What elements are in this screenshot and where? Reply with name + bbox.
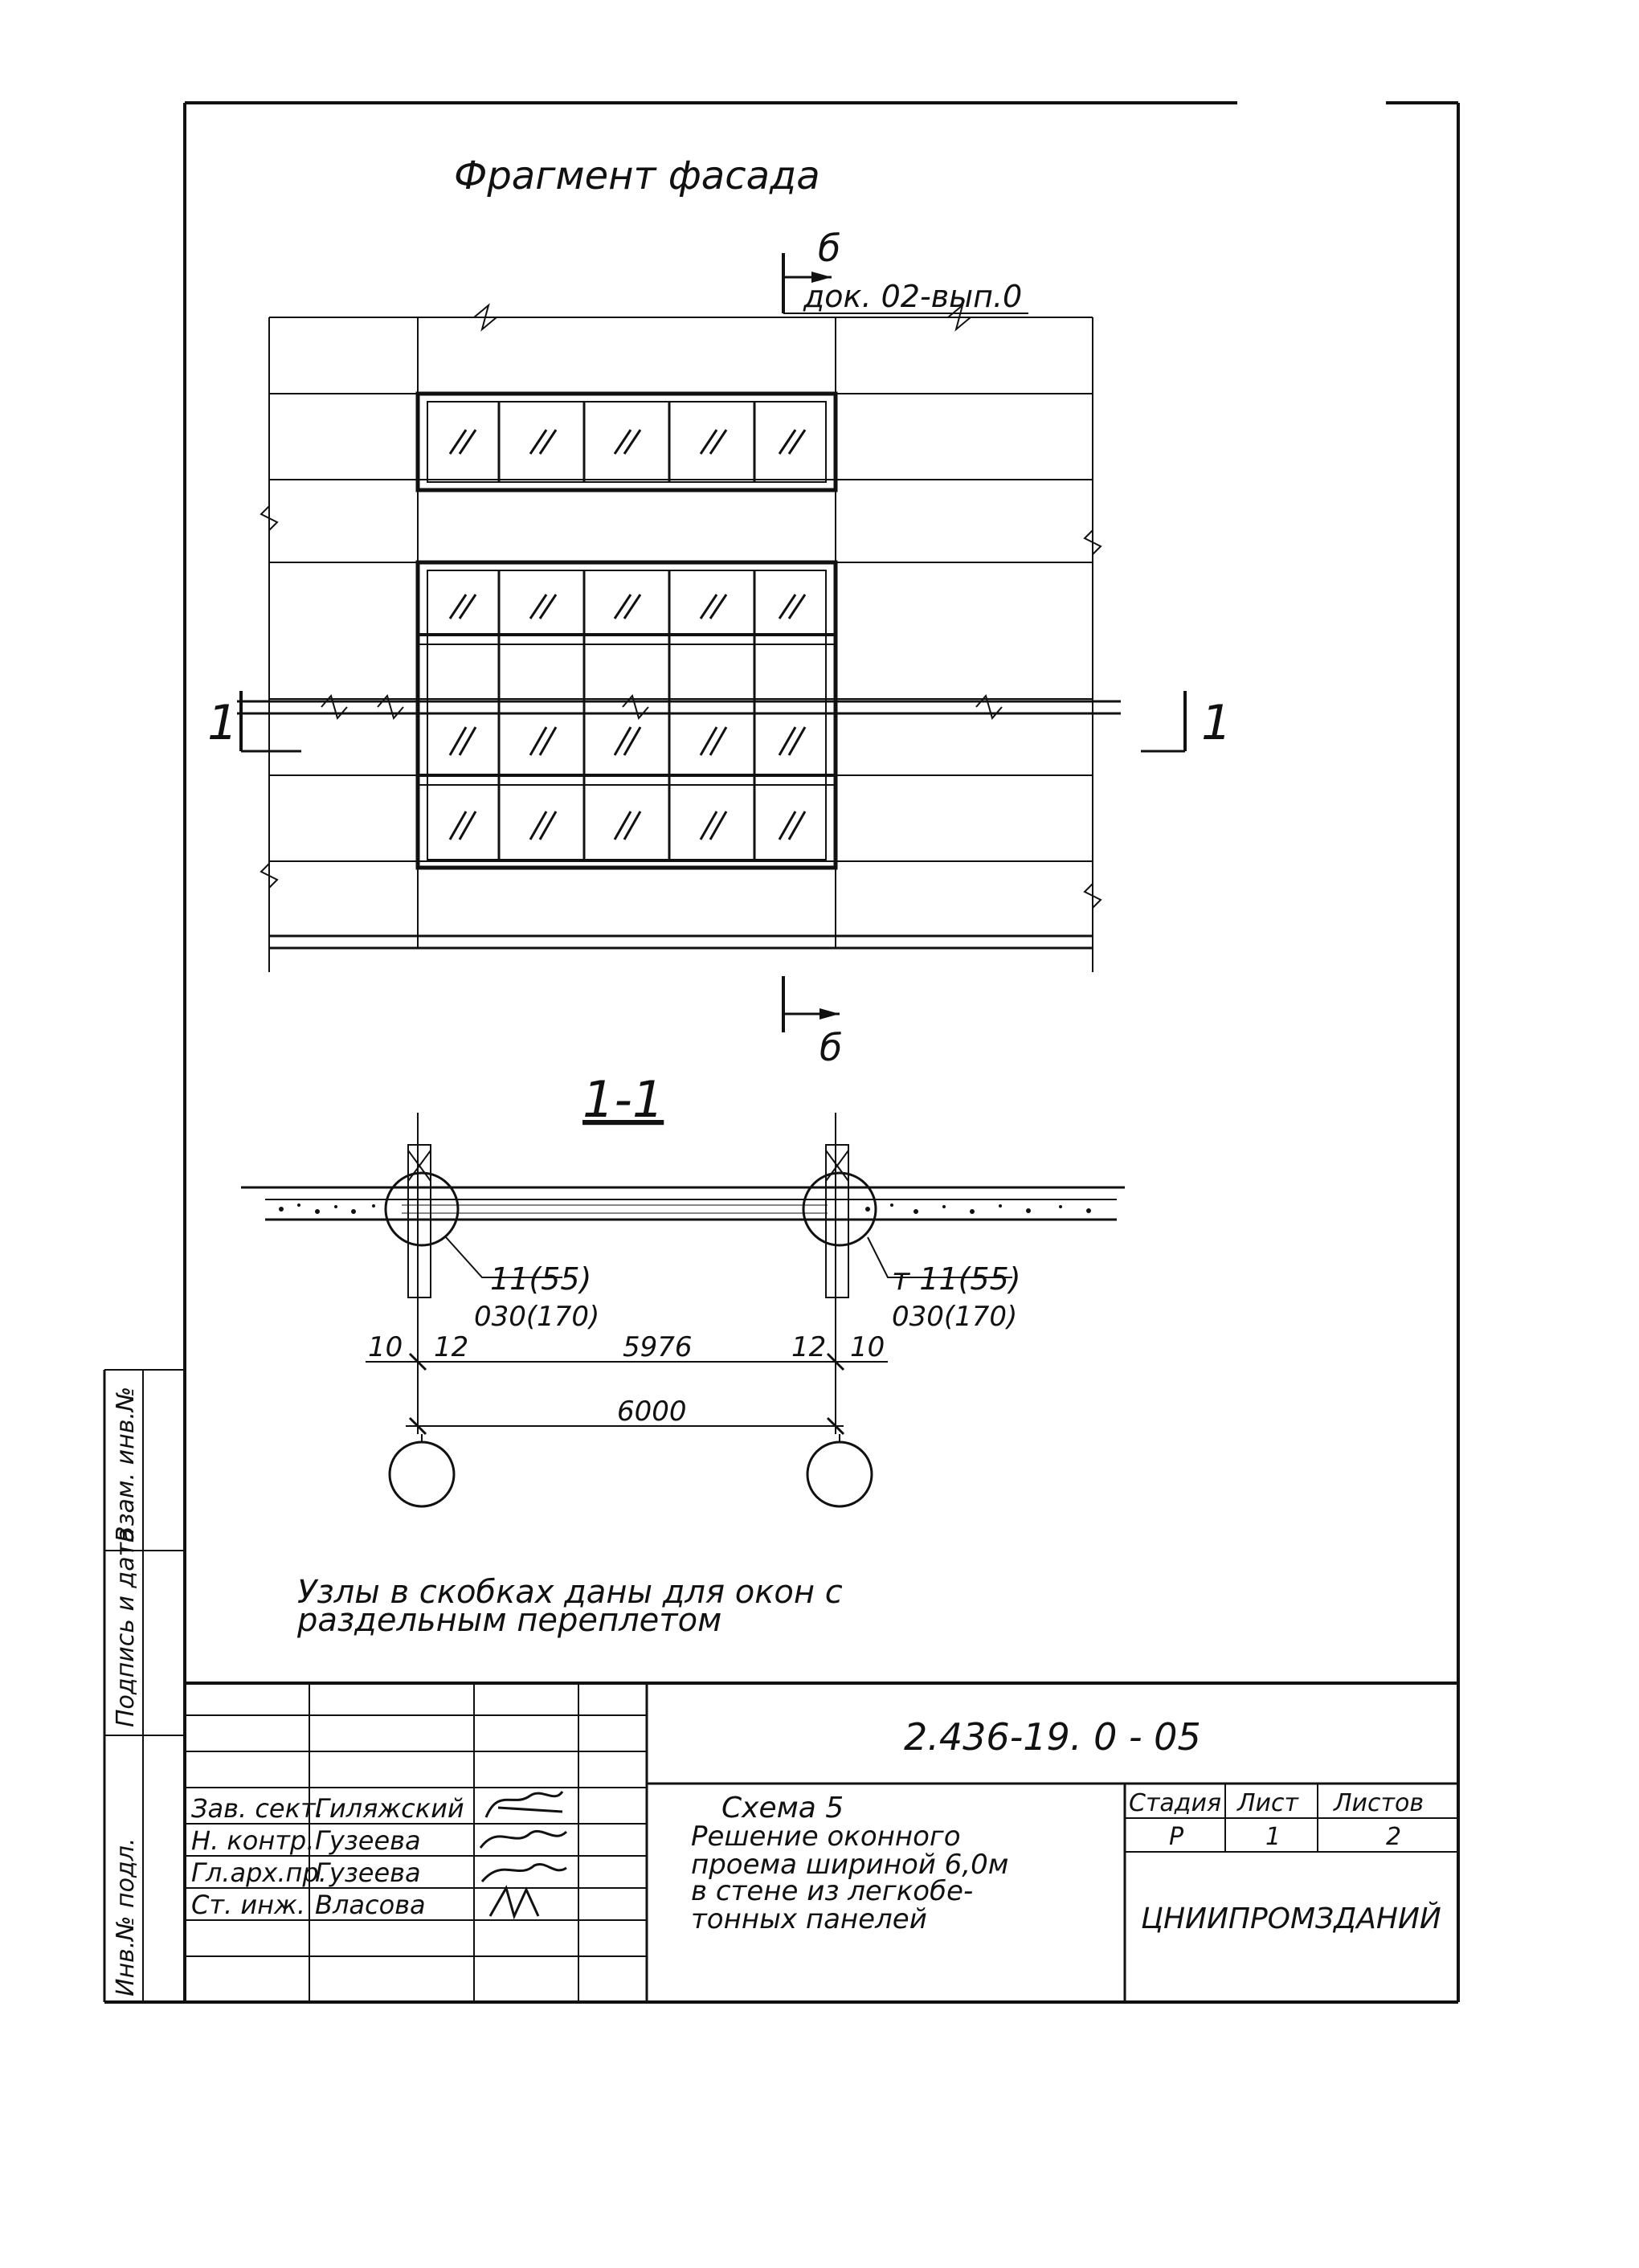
signatures: [479, 1791, 568, 1920]
dim-left-offset: 10: [368, 1331, 403, 1363]
name-cell: Гиляжский: [315, 1793, 464, 1824]
window-upper: [415, 391, 838, 492]
description-line-1: Схема 5: [721, 1792, 844, 1825]
section-mark-top: [782, 253, 1028, 314]
section-mark-top-letter: б: [818, 227, 840, 270]
stage-label: Стадия: [1129, 1789, 1221, 1817]
role-cell: Зав. сект.: [191, 1793, 324, 1824]
side-stamp-field-2: Подпись и дата: [112, 1528, 140, 1728]
sheets-value: 2: [1386, 1823, 1401, 1851]
cut-mark-right-label: 1: [1201, 695, 1232, 751]
name-cell: Гузеева: [315, 1825, 421, 1856]
section-mark-bottom: [782, 976, 840, 1032]
note-line-1: Узлы в скобках даны для окон с: [297, 1574, 843, 1611]
dim-right-col: 12: [791, 1331, 826, 1363]
cut-mark-left: [239, 691, 301, 753]
sheet-frame: [104, 101, 1460, 2004]
sheet-value: 1: [1265, 1823, 1281, 1851]
role-cell: Н. контр.: [191, 1825, 314, 1856]
node-right-label-2: 030(170): [892, 1301, 1017, 1333]
facade-fragment: [237, 303, 1121, 972]
section-mark-bottom-letter: б: [820, 1026, 842, 1069]
cut-mark-left-label: 1: [207, 695, 238, 751]
role-cell: Ст. инж.: [191, 1890, 305, 1920]
description-line-4: в стене из легкобе-: [691, 1875, 973, 1907]
node-left-label-2: 030(170): [474, 1301, 599, 1333]
signature-rows: Зав. сект. Гиляжский Н. контр. Гузеева Г…: [191, 1793, 464, 1920]
section-title: 1-1: [582, 1070, 664, 1129]
node-left-label-1: 11(55): [490, 1261, 591, 1297]
cut-mark-right: [1141, 691, 1187, 753]
dim-left-col: 12: [434, 1331, 468, 1363]
stage-value: Р: [1169, 1823, 1184, 1851]
section-mark-top-ref: док. 02-вып.0: [803, 279, 1022, 314]
description-line-5: тонных панелей: [691, 1903, 927, 1935]
description-line-3: проема шириной 6,0м: [691, 1849, 1008, 1881]
side-stamp: Взам. инв.№ Подпись и дата Инв.№ подл.: [103, 1369, 185, 2002]
dim-total: 6000: [617, 1396, 687, 1428]
facade-title: Фрагмент фасада: [454, 153, 820, 198]
dim-right-offset: 10: [850, 1331, 885, 1363]
section-plan: [241, 1113, 1125, 1508]
organization: ЦНИИПРОМЗДАНИЙ: [1141, 1902, 1441, 1935]
side-stamp-field-1: Инв.№ подл.: [112, 1838, 140, 1996]
window-main: [415, 560, 838, 870]
name-cell: Гузеева: [315, 1857, 421, 1888]
doc-code: 2.436-19. 0 - 05: [904, 1715, 1201, 1759]
sheet-label: Лист: [1236, 1789, 1300, 1817]
sheets-label: Листов: [1333, 1789, 1424, 1817]
node-right-label-1: т 11(55): [892, 1261, 1021, 1297]
side-stamp-field-3: Взам. инв.№: [112, 1387, 140, 1543]
note-line-2: раздельным переплетом: [296, 1602, 721, 1639]
title-block-grid: [185, 1682, 1458, 2002]
role-cell: Гл.арх.пр.: [191, 1857, 327, 1888]
glazing-hatch: [448, 429, 807, 840]
description-line-2: Решение оконного: [691, 1821, 961, 1853]
name-cell: Власова: [315, 1890, 426, 1920]
dim-inner: 5976: [623, 1331, 693, 1363]
